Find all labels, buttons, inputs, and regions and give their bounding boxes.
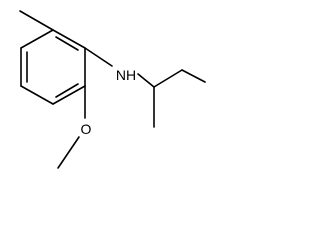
oxygen-label: O	[81, 121, 92, 137]
secbutyl-ethyl-bond-2	[181, 69, 206, 83]
ring-bond-6	[20, 29, 54, 49]
ring-bond-3	[52, 85, 86, 105]
methyl-bond	[19, 10, 54, 31]
nitrogen-secbutyl-bond	[137, 73, 155, 88]
ring-double-bond-inner-1	[55, 36, 79, 51]
ring-double-bond-inner-2	[55, 83, 79, 98]
aryl-nitrogen-bond	[84, 47, 113, 67]
nitrogen-label: NH	[116, 67, 136, 83]
oxygen-methyl-bond	[57, 136, 80, 169]
molecule-diagram: NH O	[19, 10, 206, 169]
ring-bond-4	[20, 85, 54, 105]
benzene-ring	[20, 29, 86, 105]
secbutyl-ethyl-bond-1	[153, 69, 183, 88]
ring-bond-1	[52, 29, 86, 49]
